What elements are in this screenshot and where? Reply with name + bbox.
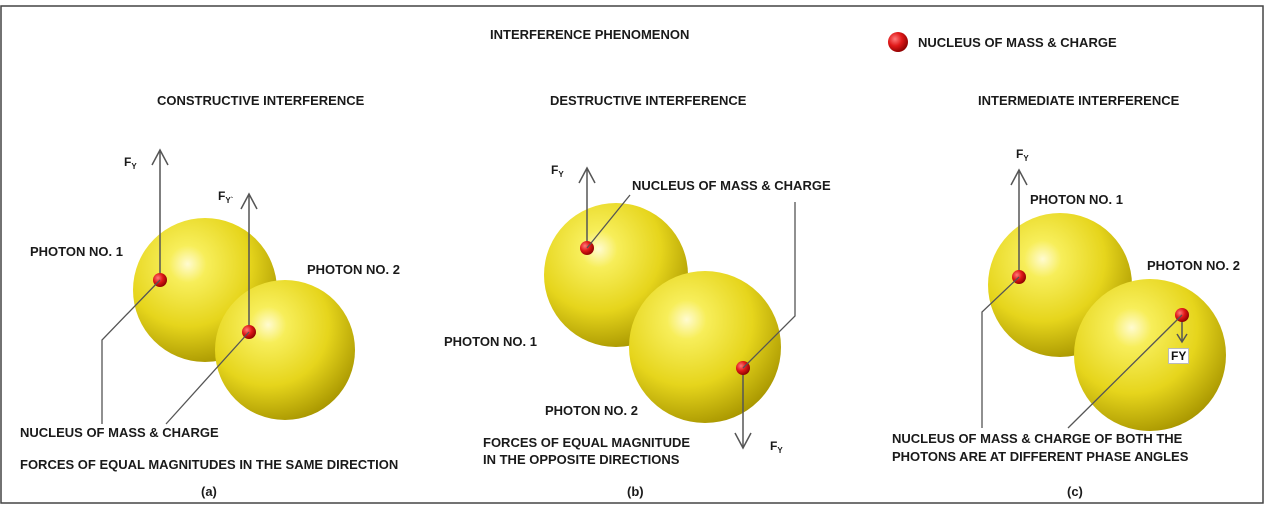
panel-a-tag: (a) <box>201 484 217 499</box>
panel-c-force-2-arrowhead <box>1176 333 1188 344</box>
panel-c-tag: (c) <box>1067 484 1083 499</box>
panel-a-photon-2-label: PHOTON NO. 2 <box>307 262 400 277</box>
panel-b-graphics <box>544 166 796 450</box>
panel-a-force-2-label: FY` <box>218 189 234 205</box>
panel-c-heading: INTERMEDIATE INTERFERENCE <box>978 93 1180 108</box>
panel-c-force-1-label: FY <box>1016 147 1029 163</box>
panel-a-force-2-arrowhead <box>240 192 258 210</box>
panel-b-photon-1-label: PHOTON NO. 1 <box>444 334 537 349</box>
panel-b-leader-2 <box>742 202 796 369</box>
panel-a-leader-1 <box>101 279 161 424</box>
diagram-title: INTERFERENCE PHENOMENON <box>490 27 690 42</box>
panel-c-force-1-arrowhead <box>1010 168 1028 186</box>
panel-a-caption: FORCES OF EQUAL MAGNITUDES IN THE SAME D… <box>20 457 399 472</box>
panel-b-heading: DESTRUCTIVE INTERFERENCE <box>550 93 747 108</box>
panel-a-force-1-label: FY <box>124 155 137 171</box>
panel-a-photon-2-sphere <box>215 280 355 420</box>
panel-b-photon-2-sphere <box>629 271 781 423</box>
panel-c-leader-1 <box>981 276 1020 428</box>
panel-a-graphics <box>101 148 355 425</box>
panel-a-leader-2 <box>165 331 250 425</box>
panel-b-nucleus-label: NUCLEUS OF MASS & CHARGE <box>632 178 831 193</box>
panel-b-force-1-arrowhead <box>578 166 596 184</box>
panel-b-force-2-label: FY <box>770 439 783 455</box>
panel-c-photon-1-label: PHOTON NO. 1 <box>1030 192 1123 207</box>
diagram-border <box>0 5 1264 504</box>
panel-a-photon-1-label: PHOTON NO. 1 <box>30 244 123 259</box>
panel-c-leader-2 <box>1067 314 1183 429</box>
panel-a-heading: CONSTRUCTIVE INTERFERENCE <box>157 93 365 108</box>
panel-b-force-2-arrowhead <box>734 432 752 450</box>
panel-b-tag: (b) <box>627 484 644 499</box>
legend-nucleus-dot <box>888 32 908 52</box>
panel-a-force-1-arrowhead <box>151 148 169 166</box>
panel-b-force-1-label: FY <box>551 163 564 179</box>
panel-c-photon-2-label: PHOTON NO. 2 <box>1147 258 1240 273</box>
legend-label: NUCLEUS OF MASS & CHARGE <box>918 35 1117 50</box>
panel-b-leader-1 <box>586 194 631 249</box>
panel-b-caption: FORCES OF EQUAL MAGNITUDE IN THE OPPOSIT… <box>483 435 691 467</box>
panel-a-nucleus-label: NUCLEUS OF MASS & CHARGE <box>20 425 219 440</box>
panel-c-graphics <box>981 168 1226 431</box>
panel-b-photon-2-label: PHOTON NO. 2 <box>545 403 638 418</box>
panel-c-force-2-label: FY <box>1168 348 1190 364</box>
panel-c-photon-2-sphere <box>1074 279 1226 431</box>
panel-c-nucleus-label: NUCLEUS OF MASS & CHARGE OF BOTH THE PHO… <box>892 431 1189 464</box>
